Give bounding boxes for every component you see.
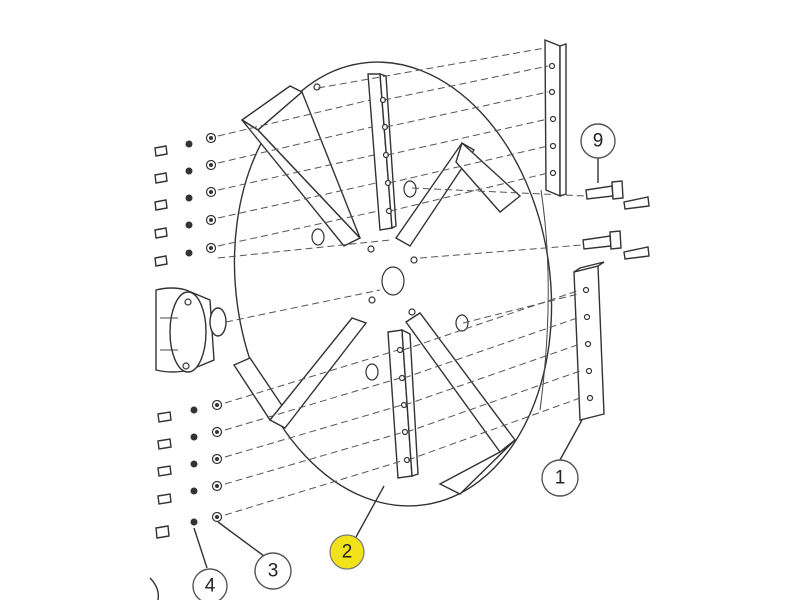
bolt-ll-1 xyxy=(157,399,223,423)
bolt-ul-1 xyxy=(154,132,217,157)
bolt-ul-4 xyxy=(154,214,217,239)
callout-9-label: 9 xyxy=(593,131,604,152)
bolt-right-1 xyxy=(585,180,624,200)
callout-9: 9 xyxy=(580,123,616,159)
bolt-right-3 xyxy=(623,196,650,210)
callout-4-label: 4 xyxy=(205,576,216,597)
callout-4: 4 xyxy=(192,568,228,600)
callout-1: 1 xyxy=(541,459,579,497)
assembly-dashed-lines xyxy=(217,47,587,516)
bolt-ll-5 xyxy=(155,511,223,539)
blade-upper-right xyxy=(394,141,522,247)
bolt-ll-4 xyxy=(157,480,223,505)
fasteners-upper-left xyxy=(154,132,217,267)
callout-3-label: 3 xyxy=(268,561,279,582)
bolt-ll-3 xyxy=(157,453,223,477)
bolts-right xyxy=(582,180,650,260)
loose-bar-upper-right xyxy=(544,38,567,198)
bolt-ul-2 xyxy=(154,159,217,184)
bolt-ll-2 xyxy=(157,426,223,450)
blade-lower-left xyxy=(232,317,368,429)
callout-2-label: 2 xyxy=(342,542,353,563)
bolt-ul-3 xyxy=(154,186,217,211)
slotted-bar-upper xyxy=(367,73,397,231)
bolt-right-4 xyxy=(623,246,650,260)
bolt-ul-5 xyxy=(154,242,217,267)
callout-1-label: 1 xyxy=(555,468,566,489)
blade-lower-right xyxy=(404,312,516,495)
leader-lines xyxy=(193,158,599,569)
loose-bar-right-part-1 xyxy=(573,261,605,421)
bolt-right-2 xyxy=(582,230,622,250)
callout-2: 2 xyxy=(329,534,365,570)
callout-partial xyxy=(149,577,160,600)
callout-3: 3 xyxy=(254,552,292,590)
fasteners-lower-left xyxy=(155,399,223,539)
hub-shaft xyxy=(155,287,227,373)
blade-upper-left xyxy=(240,85,362,247)
